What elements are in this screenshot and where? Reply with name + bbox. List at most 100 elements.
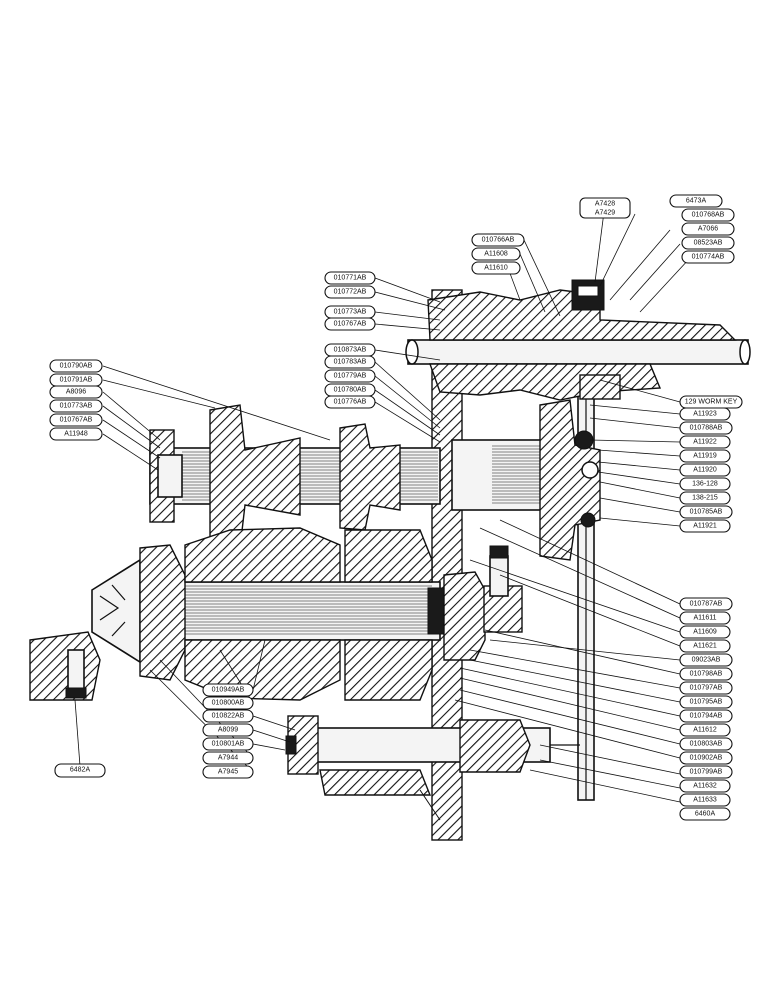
coupling-hub xyxy=(451,439,543,511)
svg-text:A11632: A11632 xyxy=(693,783,717,790)
idler-hub-right xyxy=(459,719,531,773)
svg-text:A11922: A11922 xyxy=(693,439,717,446)
svg-text:A11920: A11920 xyxy=(693,467,717,474)
callout-09023ab: 09023AB xyxy=(679,653,733,667)
svg-text:010787AB: 010787AB xyxy=(690,601,723,608)
callout-010822ab: 010822AB xyxy=(202,709,254,723)
svg-text:010767AB: 010767AB xyxy=(60,417,93,424)
shift-rail-vertical xyxy=(489,555,509,597)
callout-010803ab: 010803AB xyxy=(679,737,733,751)
svg-text:010822AB: 010822AB xyxy=(212,713,245,720)
callout-a7429-text: A7429 xyxy=(595,210,615,217)
svg-text:010773AB: 010773AB xyxy=(334,309,367,316)
svg-text:A11609: A11609 xyxy=(693,629,717,636)
bevel-pinion xyxy=(91,558,141,664)
callout-a7945: A7945 xyxy=(202,765,254,779)
svg-text:A11921: A11921 xyxy=(693,523,717,530)
upper-shaft-left-end xyxy=(157,454,183,498)
callout-a11920: A11920 xyxy=(679,463,731,477)
callout-010791ab: 010791AB xyxy=(49,373,103,387)
lower-gear-right-bottom xyxy=(344,639,433,701)
svg-text:A11611: A11611 xyxy=(693,615,716,622)
top-bearing-block-inner xyxy=(577,285,599,297)
callout-a11608: A11608 xyxy=(471,247,521,261)
callout-010768ab: 010768AB xyxy=(681,208,735,222)
callout-010772ab: 010772AB xyxy=(324,285,376,299)
callout-010767ab: 010767AB xyxy=(324,317,376,331)
lower-gear-right xyxy=(344,529,433,583)
svg-text:A11610: A11610 xyxy=(484,265,508,272)
callout-a11632: A11632 xyxy=(679,779,731,793)
callout-010873ab: 010873AB xyxy=(324,343,376,357)
svg-text:010795AB: 010795AB xyxy=(690,699,723,706)
shift-rail-cap xyxy=(489,545,509,559)
svg-text:010779AB: 010779AB xyxy=(334,373,367,380)
callout-010799ab: 010799AB xyxy=(679,765,733,779)
svg-text:136-128: 136-128 xyxy=(692,481,718,488)
callout-010795ab: 010795AB xyxy=(679,695,733,709)
callout-a11923: A11923 xyxy=(679,407,731,421)
bevel-pinion-teeth xyxy=(99,584,126,637)
lower-gear-large xyxy=(184,527,341,583)
svg-text:010949AB: 010949AB xyxy=(212,687,245,694)
svg-text:08523AB: 08523AB xyxy=(694,240,723,247)
svg-text:010776AB: 010776AB xyxy=(334,399,367,406)
callout-138-215: 138-215 xyxy=(679,491,731,505)
left-bracket xyxy=(29,631,101,701)
left-bracket-bolt xyxy=(67,649,85,693)
top-cross-shaft xyxy=(407,339,749,365)
callout-010767ab-left: 010767AB xyxy=(49,413,103,427)
worm-block xyxy=(579,374,621,400)
svg-text:010790AB: 010790AB xyxy=(60,363,93,370)
svg-text:A11923: A11923 xyxy=(693,411,717,418)
coupling-bolt-mid xyxy=(581,461,599,479)
lower-shaft-bearing xyxy=(427,587,445,635)
svg-text:010797AB: 010797AB xyxy=(690,685,723,692)
callout-a11633: A11633 xyxy=(679,793,731,807)
lower-shaft-hub xyxy=(443,571,486,661)
callout-6473a: 6473A xyxy=(669,194,723,208)
callout-010776ab: 010776AB xyxy=(324,395,376,409)
svg-text:138-215: 138-215 xyxy=(692,495,718,502)
svg-text:010768AB: 010768AB xyxy=(692,212,725,219)
svg-text:010803AB: 010803AB xyxy=(690,741,723,748)
callout-a11948: A11948 xyxy=(49,427,103,441)
svg-text:010902AB: 010902AB xyxy=(690,755,723,762)
callout-136-128: 136-128 xyxy=(679,477,731,491)
mechanism-drawing xyxy=(29,279,751,841)
svg-text:010783AB: 010783AB xyxy=(334,359,367,366)
callout-010949ab: 010949AB xyxy=(202,683,254,697)
svg-text:A11633: A11633 xyxy=(693,797,717,804)
callout-010773ab-top: 010773AB xyxy=(324,305,376,319)
svg-text:010788AB: 010788AB xyxy=(690,425,723,432)
coupling-splines xyxy=(492,445,540,504)
upper-gear-middle xyxy=(339,423,401,531)
svg-text:010800AB: 010800AB xyxy=(212,700,245,707)
callout-a11609: A11609 xyxy=(679,625,731,639)
callout-010798ab: 010798AB xyxy=(679,667,733,681)
svg-text:010772AB: 010772AB xyxy=(334,289,367,296)
svg-text:09023AB: 09023AB xyxy=(692,657,721,664)
svg-text:010785AB: 010785AB xyxy=(690,509,723,516)
upper-gear-left xyxy=(209,404,301,549)
callout-010790ab: 010790AB xyxy=(49,359,103,373)
idler-bushing-dark xyxy=(285,735,297,755)
callout-010780ab: 010780AB xyxy=(324,383,376,397)
callout-010773ab-left: 010773AB xyxy=(49,399,103,413)
callout-worm-key: 129 WORM KEY xyxy=(679,395,743,409)
callout-010801ab: 010801AB xyxy=(202,737,254,751)
svg-text:010766AB: 010766AB xyxy=(482,237,515,244)
svg-text:010774AB: 010774AB xyxy=(692,254,725,261)
callout-a11922: A11922 xyxy=(679,435,731,449)
svg-text:010794AB: 010794AB xyxy=(690,713,723,720)
callout-a11611: A11611 xyxy=(679,611,731,625)
callout-a8099: A8099 xyxy=(202,723,254,737)
svg-text:A7944: A7944 xyxy=(218,755,238,762)
top-housing-lower xyxy=(429,363,662,401)
idler-gear-bottom xyxy=(319,769,432,796)
callout-010785ab: 010785AB xyxy=(679,505,733,519)
pinion-bearing xyxy=(139,544,186,681)
callout-a11921: A11921 xyxy=(679,519,731,533)
callout-010902ab: 010902AB xyxy=(679,751,733,765)
